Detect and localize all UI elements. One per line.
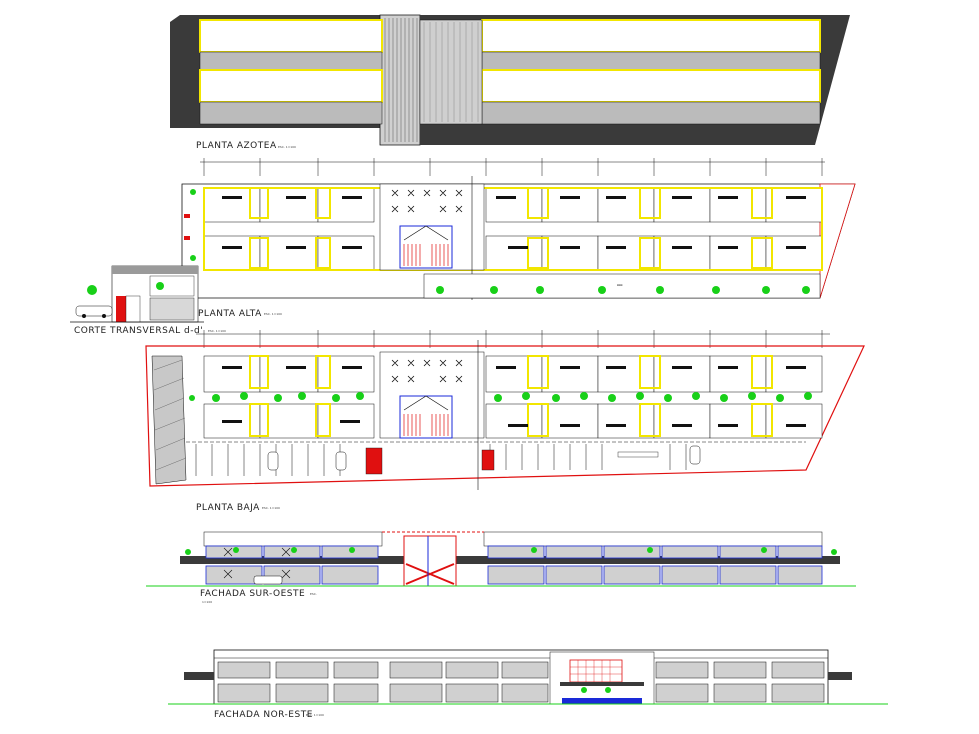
ground-stair-landing: [403, 395, 449, 411]
ground-ramp-hatch: [153, 359, 187, 471]
upper-stair-frame: [399, 225, 453, 269]
sw-window-x-marks: [223, 547, 291, 579]
ground-parked-car-1: [267, 451, 279, 471]
roof-central-core: [379, 14, 421, 146]
section-title: CORTE TRANSVERSAL d-d': [74, 326, 203, 336]
ne-right-wing: [828, 672, 852, 680]
sw-roof-plants: [185, 547, 837, 555]
sw-elevation-scale: ESC.: [310, 592, 317, 596]
sw-entrance-frame: [403, 535, 457, 587]
upper-room-labels: [222, 196, 806, 249]
roof-slab-left-upper: [199, 19, 383, 53]
roof-slab-right-upper: [481, 19, 821, 53]
section-car-wheel-rear: [102, 314, 106, 318]
roof-slab-right-lower: [481, 69, 821, 103]
upper-floor-plan: ▬▬▬ PLANTA ALTA ESC. 1=100: [181, 158, 856, 319]
roof-center-block: [419, 19, 483, 125]
upper-left-markers: [184, 214, 190, 240]
southwest-elevation: FACHADA SUR-OESTE ESC. 1=100: [146, 531, 856, 604]
upper-stair-treads: [403, 244, 449, 266]
ground-floor-scale: ESC. 1=100: [262, 506, 280, 510]
roof-center-lines: [423, 22, 479, 122]
section-scale: ESC. 1=100: [208, 329, 226, 333]
section-lower-room: [149, 297, 195, 321]
sw-slab-band: [180, 556, 840, 564]
ground-stair-treads: [403, 414, 449, 436]
upper-rooms-bottom: [203, 235, 823, 271]
upper-red-edge: [819, 183, 856, 299]
roof-louver-left-bottom: [199, 101, 383, 125]
ne-entrance-step: [562, 698, 642, 704]
sw-elevation-title: FACHADA SUR-OESTE: [200, 589, 305, 599]
roof-plan-scale: ESC. 1=100: [278, 145, 296, 149]
ground-parking-sign: [617, 451, 659, 458]
section-plant: [156, 282, 164, 290]
upper-left-trees: [190, 189, 196, 261]
upper-floor-scale: ESC. 1=100: [264, 312, 282, 316]
ground-red-block-center: [481, 449, 495, 471]
sw-parapet-left: [203, 531, 383, 547]
roof-louver-right: [481, 51, 821, 71]
upper-atrium-seating: [391, 189, 463, 213]
ground-room-labels: [222, 366, 806, 427]
roof-louver-left: [199, 51, 383, 71]
section-roof: [112, 266, 198, 274]
ground-atrium-seating: [391, 359, 463, 383]
section-upper-room: [149, 275, 195, 297]
ground-floor-title: PLANTA BAJA: [196, 503, 260, 513]
ground-parked-car-2: [335, 451, 347, 471]
upper-stair-landing: [403, 225, 449, 241]
section-car: [75, 305, 113, 317]
ground-floor-plan: PLANTA BAJA ESC. 1=100: [145, 330, 865, 513]
ground-rooms-bottom: [203, 403, 823, 439]
sw-elevation-scale-ratio: 1=100: [202, 600, 212, 604]
ne-elevation-title: FACHADA NOR-ESTE: [214, 710, 313, 720]
ground-dimension-ticks: [203, 330, 823, 348]
ground-parked-car-3: [689, 445, 701, 465]
section-car-wheel-front: [82, 314, 86, 318]
ne-lower-windows: [217, 683, 825, 703]
ground-trees: [189, 392, 812, 402]
sw-lower-windows: [205, 565, 823, 585]
upper-dimension-ticks: [203, 158, 823, 176]
ground-site-boundary: [145, 345, 865, 487]
northeast-elevation: FACHADA NOR-ESTE ESC. 1=100: [168, 649, 888, 720]
upper-terrace-label-mark: ▬▬▬: [617, 283, 623, 287]
upper-rooms-top: [203, 187, 823, 223]
ne-entrance-canopy: [560, 682, 644, 686]
upper-floor-title: PLANTA ALTA: [198, 309, 262, 319]
sw-car: [253, 575, 283, 585]
sw-entrance-cross: [405, 563, 455, 585]
upper-terrace-trees: [436, 286, 810, 294]
roof-slab-left-lower: [199, 69, 383, 103]
upper-terrace-strip: [423, 273, 821, 299]
ne-left-wing: [184, 672, 214, 680]
section-tree: [87, 285, 97, 295]
roof-core-hatch: [384, 18, 418, 142]
ne-entrance-grid-lines: [570, 660, 622, 682]
roof-plan-title: PLANTA AZOTEA: [196, 141, 277, 151]
upper-yellow-cores: [203, 187, 823, 271]
roof-louver-right-bottom: [481, 101, 821, 125]
section-door: [125, 295, 141, 323]
roof-plan: PLANTA AZOTEA ESC. 1=100: [170, 14, 850, 151]
ne-elevation-scale: ESC. 1=100: [306, 713, 324, 717]
sw-upper-windows: [205, 545, 823, 559]
ground-ramp: [151, 355, 187, 485]
sw-parapet-right: [483, 531, 823, 547]
ground-rooms-top: [203, 355, 823, 393]
ground-yellow-cores: [249, 355, 773, 437]
ground-red-block-left: [365, 447, 383, 475]
cross-section: CORTE TRANSVERSAL d-d' ESC. 1=100: [70, 265, 226, 336]
ne-upper-windows: [217, 661, 825, 679]
section-red-wall: [116, 296, 126, 322]
